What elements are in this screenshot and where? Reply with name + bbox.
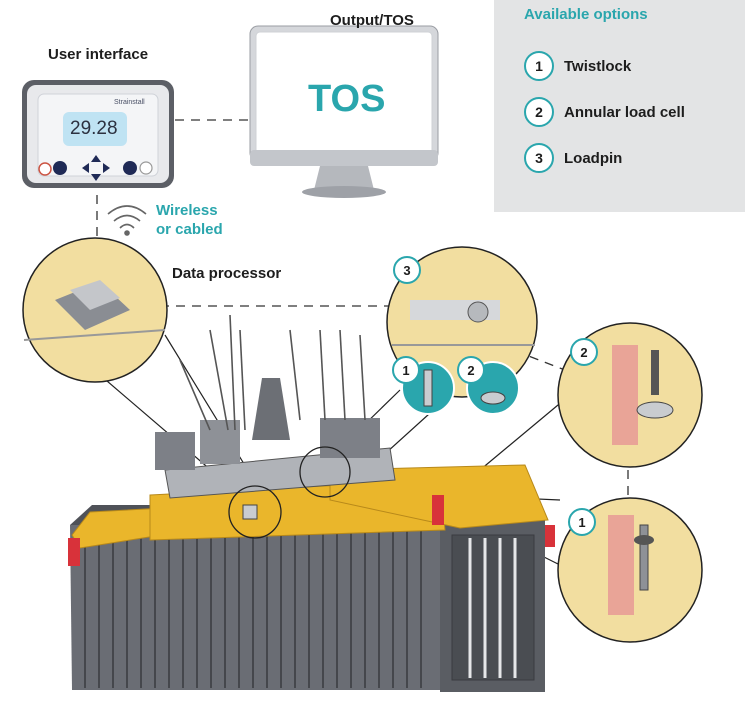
lifting-ropes: [179, 314, 366, 431]
data-processor-label: Data processor: [172, 265, 282, 282]
callout-twistlock-mini: 1: [392, 356, 420, 384]
callout-loadpin: 3: [393, 256, 421, 284]
twistlock-zoom: [557, 497, 703, 643]
option-number-badge: 1: [524, 51, 554, 81]
user-interface-device: [22, 80, 174, 188]
callout-annular-load-cell: 2: [570, 338, 598, 366]
callout-twistlock: 1: [568, 508, 596, 536]
callout-annular-mini: 2: [457, 356, 485, 384]
loadpin-zoom: [386, 246, 538, 398]
dashed-connectors: [96, 119, 629, 500]
option-label: Loadpin: [564, 149, 623, 167]
option-label: Annular load cell: [564, 103, 685, 121]
options-title: Available options: [524, 6, 648, 23]
output-tos-label: Output/TOS: [330, 12, 414, 29]
wireless-label-line2: or cabled: [156, 221, 223, 238]
display-reading: 29.28: [70, 118, 118, 139]
option-number-badge: 2: [524, 97, 554, 127]
tos-monitor: [249, 25, 439, 198]
brand-logo: Strainstall: [114, 99, 145, 106]
option-loadpin: 3 Loadpin: [524, 142, 622, 174]
option-twistlock: 1 Twistlock: [524, 50, 631, 82]
user-interface-label: User interface: [48, 46, 149, 63]
option-annular-load-cell: 2 Annular load cell: [524, 96, 685, 128]
option-label: Twistlock: [564, 57, 632, 75]
option-number-badge: 3: [524, 143, 554, 173]
headblock: [155, 378, 396, 499]
wireless-label-line1: Wireless: [156, 202, 218, 219]
available-options-panel: Available options 1 Twistlock 2 Annular …: [494, 0, 745, 212]
container-ribs: [84, 530, 422, 688]
data-processor-zoom: [22, 237, 168, 383]
detail-circles: [228, 446, 351, 539]
door-bars: [468, 538, 517, 678]
wireless-icon: [107, 205, 147, 236]
tos-screen-text: TOS: [308, 78, 386, 120]
